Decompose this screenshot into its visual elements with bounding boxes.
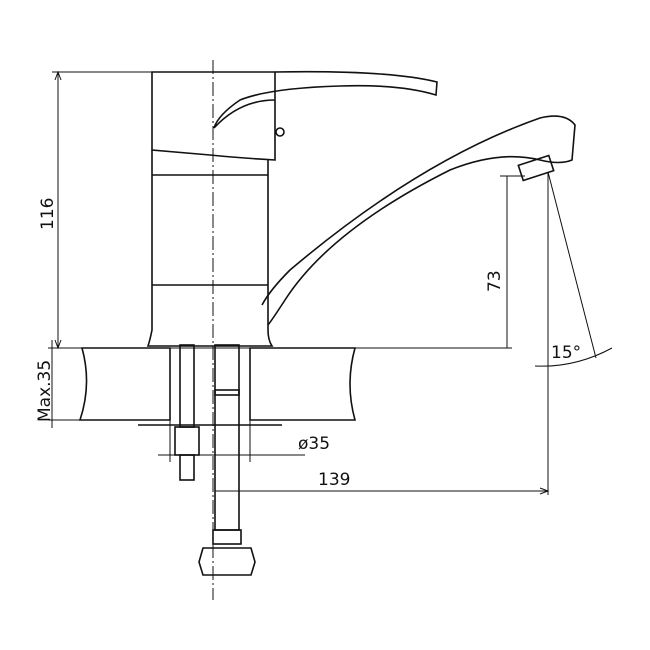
dimension-spout-height: 73 <box>485 175 525 348</box>
supply-hose <box>198 344 256 576</box>
faucet-body <box>146 71 276 347</box>
spout <box>261 115 576 326</box>
dimension-spout-angle: 15° <box>534 171 613 495</box>
label-diameter-35: ø35 <box>298 434 330 454</box>
reference-lines <box>48 60 512 600</box>
lever-handle <box>213 70 438 137</box>
dimension-max-thickness: Max.35 <box>35 340 55 428</box>
countertop-section <box>78 347 357 426</box>
label-139: 139 <box>318 470 350 490</box>
label-max-35: Max.35 <box>35 360 55 422</box>
dimension-spout-reach: 139 <box>215 470 550 495</box>
label-73: 73 <box>485 270 505 292</box>
dimension-hole-diameter: ø35 <box>158 420 330 462</box>
aerator <box>517 154 555 182</box>
label-15-degrees: 15° <box>551 343 581 363</box>
dimension-total-height: 116 <box>38 70 62 350</box>
label-116: 116 <box>38 198 58 230</box>
mounting-stud <box>174 344 200 481</box>
hose-nut <box>198 547 256 576</box>
